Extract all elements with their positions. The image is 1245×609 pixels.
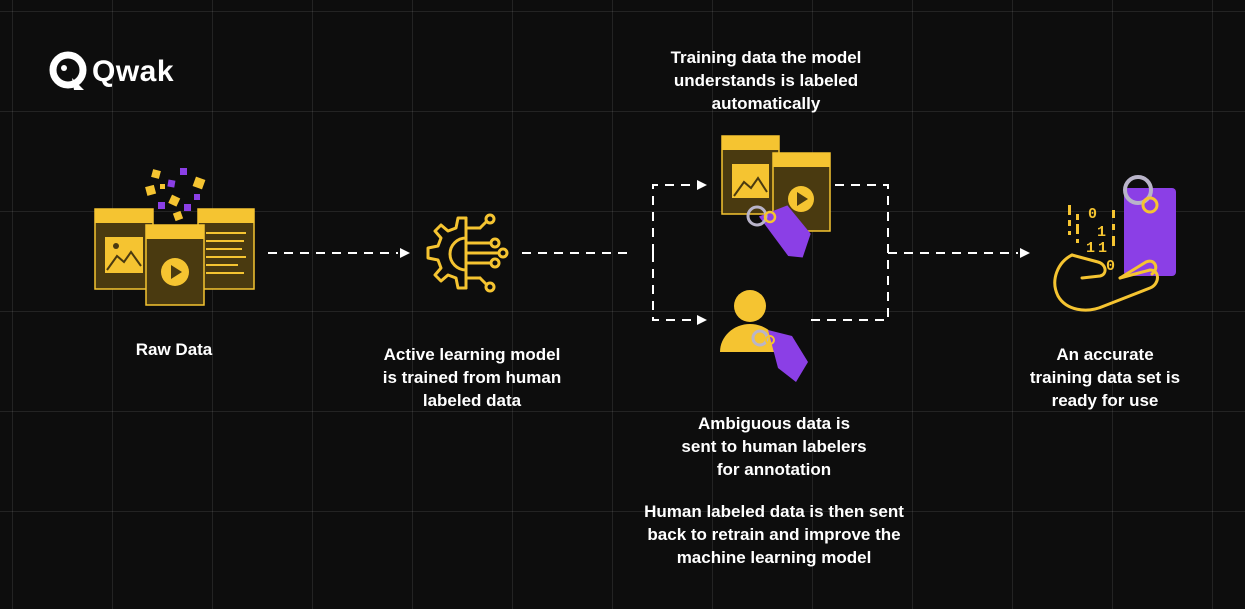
ambiguous-data-caption: Ambiguous data is sent to human labelers… — [644, 412, 904, 481]
raw-data-text: Raw Data — [135, 340, 213, 359]
accurate-line-2: training data set is — [1029, 368, 1181, 387]
accurate-line-1: An accurate — [1056, 345, 1154, 364]
gear-circuit-icon — [426, 213, 509, 293]
auto-label-line-1: Training data the model — [670, 48, 862, 67]
raw-data-label: Raw Data — [114, 338, 234, 361]
binary-digit-3: 1 — [1098, 240, 1107, 257]
retrain-caption: Human labeled data is then sent back to … — [604, 500, 944, 569]
auto-label-caption: Training data the model understands is l… — [636, 46, 896, 115]
binary-digit-2: 1 — [1086, 240, 1095, 257]
auto-label-line-2: understands is labeled — [673, 71, 859, 90]
retrain-line-2: back to retrain and improve the — [647, 525, 901, 544]
active-learning-label: Active learning model is trained from hu… — [356, 343, 588, 412]
active-learning-line-2: is trained from human — [382, 368, 562, 387]
auto-label-line-3: automatically — [711, 94, 821, 113]
binary-digit-1: 1 — [1097, 224, 1106, 241]
arrow-head-raw-to-model — [400, 248, 410, 258]
accurate-data-caption: An accurate training data set is ready f… — [1000, 343, 1210, 412]
arrow-head-final — [1020, 248, 1030, 258]
human-labeler-icon — [720, 290, 808, 382]
raw-data-files-icon — [94, 208, 255, 306]
ambiguous-line-1: Ambiguous data is — [697, 414, 851, 433]
retrain-line-3: machine learning model — [676, 548, 872, 567]
retrain-line-1: Human labeled data is then sent — [644, 502, 904, 521]
hand-tag-icon: 0 1 1 1 0 — [1053, 175, 1176, 312]
labeled-media-icon — [721, 135, 831, 258]
split-dashed-loop — [652, 184, 1018, 321]
active-learning-line-1: Active learning model — [383, 345, 561, 364]
arrow-head-human — [697, 315, 707, 325]
accurate-line-3: ready for use — [1051, 391, 1159, 410]
active-learning-line-3: labeled data — [422, 391, 522, 410]
qwak-duck-logo-icon — [49, 51, 87, 90]
ambiguous-line-2: sent to human labelers — [681, 437, 867, 456]
confetti-particles — [145, 168, 206, 222]
binary-digit-4: 0 — [1106, 258, 1115, 275]
ambiguous-line-3: for annotation — [716, 460, 832, 479]
brand-name: Qwak — [92, 55, 175, 88]
binary-digit-0: 0 — [1088, 206, 1097, 223]
arrow-head-auto — [697, 180, 707, 190]
brand-logo: Qwak — [48, 50, 174, 94]
